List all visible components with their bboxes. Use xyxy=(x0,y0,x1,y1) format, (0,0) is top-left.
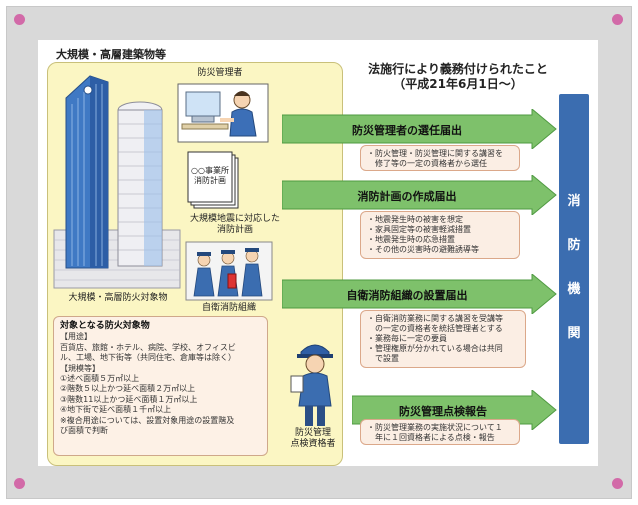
scale-line: ③階数11以上かつ延べ面積１万㎡以上 xyxy=(60,394,198,404)
document-text: ○○事業所 消防計画 xyxy=(188,166,232,186)
manager-label: 防災管理者 xyxy=(197,68,243,78)
plan-label-line: 消防計画 xyxy=(216,225,253,235)
target-title: 対象となる防火対象物 xyxy=(60,321,150,331)
detail-line: ・その他の災害時の避難誘導等 xyxy=(367,245,479,254)
step-label: 防災管理者の選任届出 xyxy=(352,124,462,137)
detail-line: ・管理権原が分かれている場合は共同 xyxy=(367,344,503,353)
inspector-label-line: 防災管理 xyxy=(294,428,331,438)
step-detail-box: ・防災管理業務の実施状況について１ 年に１回資格者による点検・報告 xyxy=(360,419,520,445)
law-heading-line: 法施行により義務付けられたこと xyxy=(368,62,548,76)
step-label: 消防計画の作成届出 xyxy=(357,190,457,203)
detail-line: 年に１回資格者による点検・報告 xyxy=(375,433,495,442)
detail-line: ・地震発生時の被害を想定 xyxy=(367,215,463,224)
step-label: 自衛消防組織の設置届出 xyxy=(346,289,468,302)
step-arrow-3 xyxy=(282,274,557,314)
step-detail-box: ・地震発生時の被害を想定 ・家具固定等の被害軽減措置 ・地震発生時の応急措置 ・… xyxy=(360,211,520,259)
agency-char: 関 xyxy=(567,326,581,341)
detail-line: ・防火管理・防災管理に関する講習を xyxy=(367,149,503,158)
scale-line: ②階数５以上かつ延べ面積２万㎡以上 xyxy=(60,384,196,394)
building-label: 大規模・高層防火対象物 xyxy=(68,293,168,303)
corner-dot xyxy=(14,14,25,25)
agency-char: 消 xyxy=(567,194,581,209)
detail-line: で設置 xyxy=(375,354,399,363)
step-detail-box: ・防火管理・防災管理に関する講習を 修了等の一定の資格者から選任 xyxy=(360,145,520,171)
step-label: 防災管理点検報告 xyxy=(399,405,487,418)
use-line: 百貨店、旅館・ホテル、病院、学校、オフィスビ xyxy=(60,342,236,352)
step-arrow-2 xyxy=(282,175,557,215)
detail-line: ・家具固定等の被害軽減措置 xyxy=(367,225,471,234)
agency-char: 機 xyxy=(567,282,581,297)
scale-heading: 【規模等】 xyxy=(60,363,100,373)
document-line: 消防計画 xyxy=(194,176,226,185)
fire-team-icon xyxy=(185,241,273,301)
use-line: ル、工場、地下街等（共同住宅、倉庫等は除く） xyxy=(60,353,236,363)
detail-line: ・自衛消防業務に関する講習を受講等 xyxy=(367,314,503,323)
inspector-label: 防災管理 点検資格者 xyxy=(280,428,346,450)
corner-dot xyxy=(612,14,623,25)
scale-line: ※複合用途については、設置対象用途の設置階及 xyxy=(60,415,235,425)
detail-line: の一定の資格者を統括管理者とする xyxy=(375,324,503,333)
plan-label-line: 大規模地震に対応した xyxy=(189,214,280,224)
agency-char: 防 xyxy=(567,238,581,253)
fire-agency-bar: 消 防 機 関 xyxy=(559,94,589,444)
corner-dot xyxy=(14,478,25,489)
office-worker-icon xyxy=(177,83,269,143)
use-heading: 【用途】 xyxy=(60,332,92,342)
detail-line: ・地震発生時の応急措置 xyxy=(367,235,455,244)
step-detail-box: ・自衛消防業務に関する講習を受講等 の一定の資格者を統括管理者とする ・業務毎に… xyxy=(360,310,526,368)
team-label: 自衛消防組織 xyxy=(201,303,256,313)
page-title: 大規模・高層建築物等 xyxy=(56,48,166,61)
corner-dot xyxy=(612,478,623,489)
scale-line: ④地下街で延べ面積１千㎡以上 xyxy=(60,405,172,415)
law-heading: 法施行により義務付けられたこと （平成21年6月1日〜） xyxy=(348,62,568,92)
detail-line: ・防災管理業務の実施状況について１ xyxy=(367,423,503,432)
inspector-label-line: 点検資格者 xyxy=(290,439,336,449)
detail-line: ・業務毎に一定の要員 xyxy=(367,334,447,343)
inspector-icon xyxy=(290,344,333,426)
law-heading-line: （平成21年6月1日〜） xyxy=(393,77,523,91)
document-icon xyxy=(187,151,239,209)
step-arrow-1 xyxy=(282,109,557,149)
skyscraper-icon xyxy=(53,75,181,289)
target-buildings-box: 対象となる防火対象物 【用途】 百貨店、旅館・ホテル、病院、学校、オフィスビ ル… xyxy=(53,316,268,456)
plan-label: 大規模地震に対応した 消防計画 xyxy=(170,214,300,236)
detail-line: 修了等の一定の資格者から選任 xyxy=(375,159,487,168)
scale-line: び面積で判断 xyxy=(60,426,108,436)
document-line: ○○事業所 xyxy=(191,166,229,175)
scale-line: ①述べ面積５万㎡以上 xyxy=(60,374,140,384)
